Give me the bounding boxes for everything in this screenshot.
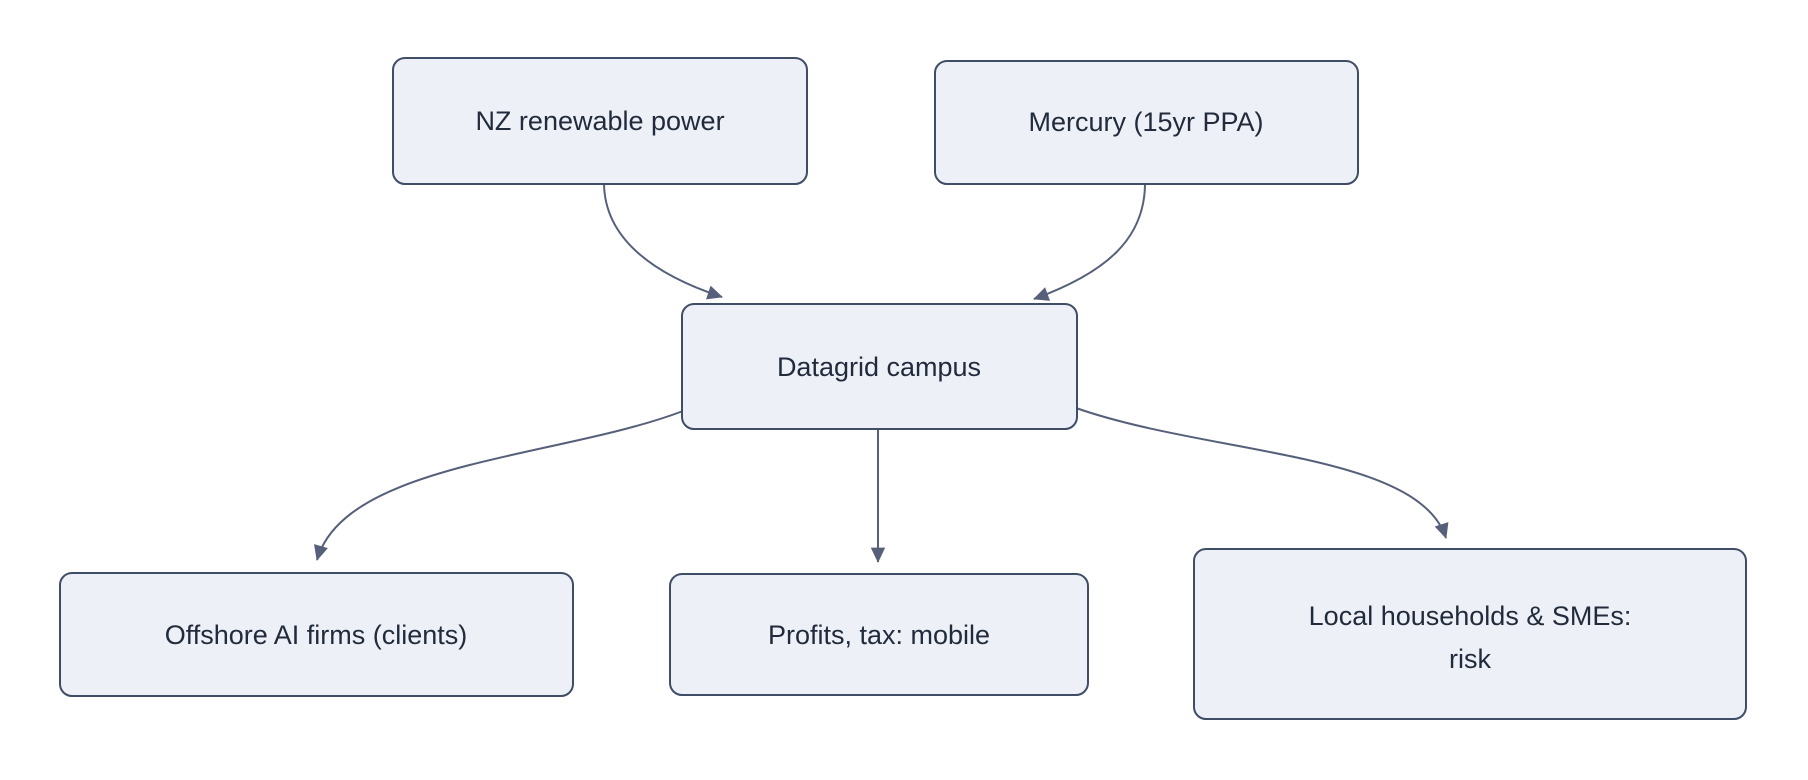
node-datagrid-box bbox=[681, 303, 1078, 430]
node-households-label-line1: Local households & SMEs: bbox=[1309, 601, 1632, 631]
node-households-label-line2: risk bbox=[1449, 644, 1491, 674]
node-profits-tax: Profits, tax: mobile bbox=[669, 573, 1089, 696]
node-nz-power-box bbox=[392, 57, 808, 185]
node-households-label: Local households & SMEs: risk bbox=[1309, 601, 1632, 674]
edge-mercury-to-datagrid bbox=[1033, 184, 1146, 301]
edge-group bbox=[314, 183, 1449, 563]
node-mercury-label: Mercury (15yr PPA) bbox=[1028, 107, 1263, 137]
node-mercury-box bbox=[934, 60, 1359, 185]
node-mercury: Mercury (15yr PPA) bbox=[934, 60, 1359, 185]
node-datagrid-label: Datagrid campus bbox=[777, 352, 981, 382]
node-households: Local households & SMEs: risk bbox=[1193, 548, 1747, 720]
node-profits-tax-box bbox=[669, 573, 1089, 696]
node-datagrid: Datagrid campus bbox=[681, 303, 1078, 430]
node-households-box bbox=[1193, 548, 1747, 720]
node-offshore-ai: Offshore AI firms (clients) bbox=[59, 572, 574, 697]
node-offshore-ai-box bbox=[59, 572, 574, 697]
edge-datagrid-to-offshore-ai bbox=[314, 410, 684, 561]
node-profits-tax-label: Profits, tax: mobile bbox=[768, 620, 990, 650]
edge-nz-power-to-datagrid bbox=[603, 183, 723, 300]
edge-datagrid-to-households bbox=[1075, 407, 1449, 539]
node-offshore-ai-label: Offshore AI firms (clients) bbox=[165, 620, 468, 650]
node-nz-power: NZ renewable power bbox=[392, 57, 808, 185]
node-nz-power-label: NZ renewable power bbox=[475, 106, 724, 136]
